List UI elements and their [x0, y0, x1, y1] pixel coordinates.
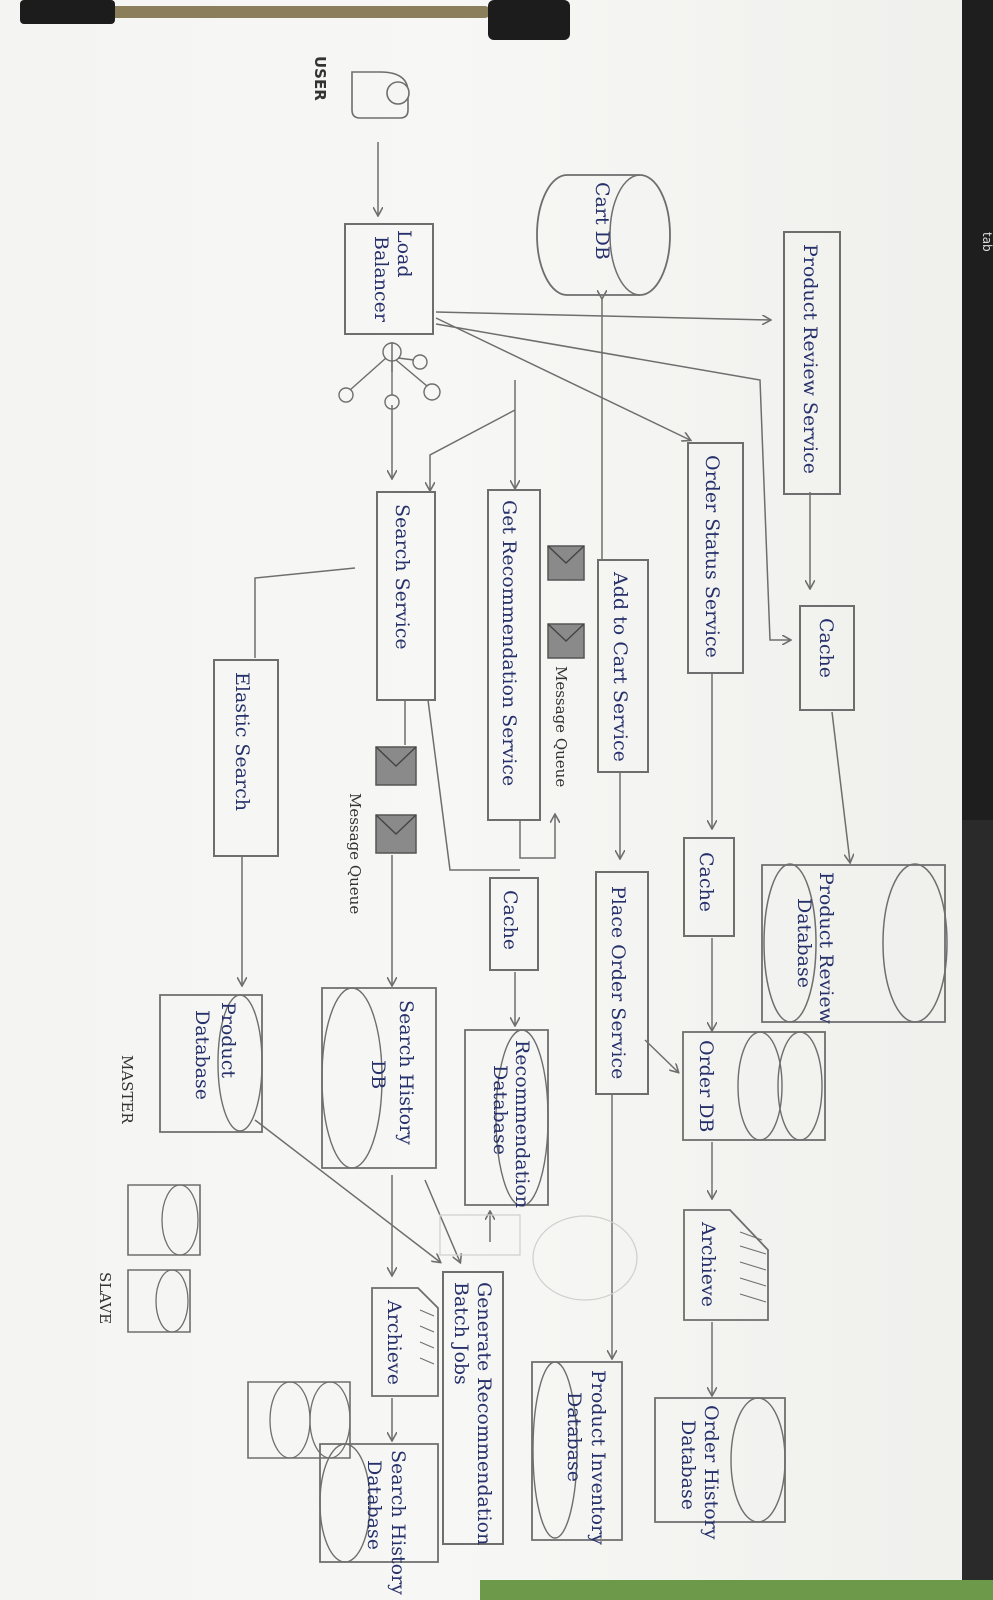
order-db: Order DB: [682, 1031, 826, 1141]
product-review-db-label-1: Product Review: [815, 872, 837, 1025]
batch-jobs-label-1: Generate Recommendation: [473, 1282, 495, 1545]
clip-left: [20, 0, 115, 24]
generate-recommendation-batch-jobs: Generate Recommendation Batch Jobs: [442, 1271, 504, 1545]
add-to-cart-service: Add to Cart Service: [597, 559, 649, 773]
product-db-label-1: Product: [217, 1002, 239, 1078]
elastic-search-label: Elastic Search: [231, 672, 253, 811]
elastic-search: Elastic Search: [213, 659, 279, 857]
place-order-service: Place Order Service: [595, 871, 649, 1095]
arrow-searchdb-to-batch: [424, 1179, 460, 1262]
cart-db: Cart DB: [536, 174, 671, 296]
product-review-service-label: Product Review Service: [799, 244, 821, 474]
slave-label: SLAVE: [96, 1272, 114, 1324]
get-recommendation-service: Get Recommendation Service: [487, 489, 541, 821]
slave-db-1: [127, 1184, 201, 1256]
cache-review-label: Cache: [815, 618, 837, 678]
product-review-service: Product Review Service: [783, 231, 841, 495]
user-icon: [351, 71, 410, 119]
order-history-db-label-2: Database: [677, 1420, 699, 1510]
arrow-place-to-orderdb: [644, 1039, 678, 1072]
user-label: USER: [311, 56, 329, 101]
cache-recommendation: Cache: [489, 877, 539, 971]
search-history-database: Search History Database: [319, 1443, 439, 1595]
clip-bar: [110, 6, 490, 18]
product-review-db-label-2: Database: [793, 898, 815, 988]
line-search-to-elastic: [254, 567, 356, 658]
batch-jobs-label-2: Batch Jobs: [450, 1282, 472, 1385]
search-history-db-label-2: DB: [367, 1060, 389, 1089]
add-to-cart-service-label: Add to Cart Service: [609, 571, 631, 762]
recommendation-db-label-1: Recommendation: [511, 1040, 533, 1208]
order-history-database: Order History Database: [654, 1397, 786, 1540]
product-review-database: Product Review Database: [761, 863, 948, 1025]
arrow-to-search-branch: [430, 409, 516, 490]
search-history-db-label-1: Search History: [395, 1000, 417, 1145]
message-queue-2-label: Message Queue: [346, 793, 364, 914]
order-history-db-label-1: Order History: [700, 1405, 722, 1540]
line-search-to-cache: [427, 699, 520, 871]
recommendation-database: Recommendation Database: [464, 1029, 549, 1208]
arrow-rec-to-queue: [519, 815, 555, 859]
search-service-label: Search Service: [391, 504, 413, 650]
order-status-service-label: Order Status Service: [701, 455, 723, 658]
product-database: Product Database: [159, 994, 263, 1133]
place-order-service-label: Place Order Service: [607, 886, 629, 1079]
cache-order-label: Cache: [695, 852, 717, 912]
product-db-label-2: Database: [191, 1010, 213, 1100]
search-service: Search Service: [376, 491, 436, 701]
keyboard-edge-lower: [962, 820, 993, 1600]
cache-review: Cache: [799, 605, 855, 711]
clip-right: [488, 0, 570, 40]
cache-recommendation-label: Cache: [499, 890, 521, 950]
product-inventory-db-label-1: Product Inventory: [587, 1370, 609, 1545]
load-balancer: Load Balancer: [344, 223, 434, 335]
archive-search: Archieve: [371, 1287, 439, 1397]
product-inventory-db-label-2: Database: [563, 1392, 585, 1482]
archive-order: Archieve: [683, 1209, 769, 1321]
table-corner: [480, 1580, 993, 1600]
arrow-product-to-batch: [254, 1119, 440, 1262]
arrow-cache-to-reviewdb: [831, 711, 850, 862]
load-balancer-label-1: Load: [393, 230, 415, 278]
arrow-lb-to-orderstatus: [435, 317, 690, 440]
search-history-database-label-1: Search History: [387, 1450, 409, 1595]
arrow-lb-to-cache: [435, 323, 790, 640]
slave-db-2: [127, 1269, 191, 1333]
master-label: MASTER: [118, 1055, 136, 1124]
load-balancer-label-2: Balancer: [370, 236, 392, 323]
erased-sketches: [439, 1214, 638, 1301]
message-queue-1-label: Message Queue: [552, 666, 570, 787]
replica-cylinder: [247, 1381, 351, 1459]
search-history-database-label-2: Database: [363, 1460, 385, 1550]
message-queue-1: Message Queue: [547, 545, 585, 787]
arrow-lb-to-review: [435, 311, 770, 320]
archive-order-label: Archieve: [697, 1221, 719, 1307]
keyboard-tab-label: tab: [980, 232, 993, 252]
get-recommendation-service-label: Get Recommendation Service: [498, 500, 520, 786]
network-hub-icon: [338, 342, 441, 410]
order-status-service: Order Status Service: [687, 442, 744, 674]
product-inventory-database: Product Inventory Database: [531, 1361, 623, 1545]
message-queue-2: Message Queue: [346, 746, 417, 914]
cart-db-label: Cart DB: [591, 182, 613, 260]
order-db-label: Order DB: [695, 1040, 717, 1132]
search-history-db: Search History DB: [321, 987, 437, 1169]
recommendation-db-label-2: Database: [489, 1065, 511, 1155]
archive-search-label: Archieve: [383, 1299, 405, 1385]
cache-order: Cache: [683, 837, 735, 937]
